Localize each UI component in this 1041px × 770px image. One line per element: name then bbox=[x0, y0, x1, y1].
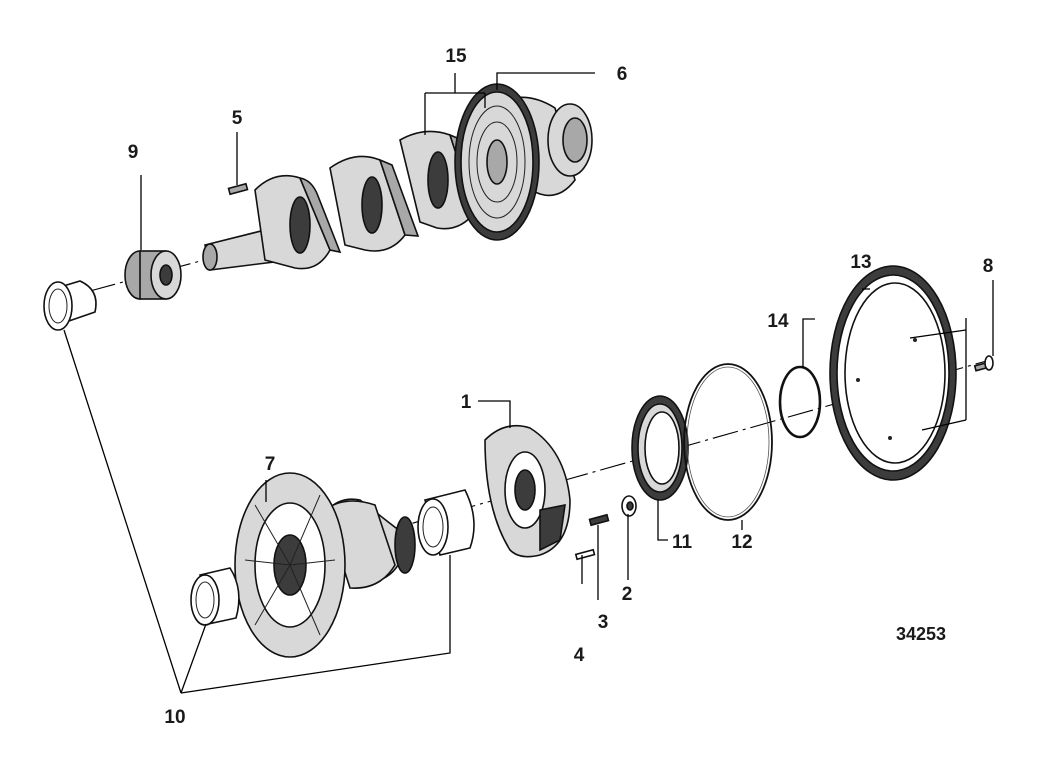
leader-lines bbox=[63, 72, 994, 694]
o-ring-12 bbox=[683, 363, 773, 521]
stud-3 bbox=[588, 513, 610, 527]
dowel-pin-4 bbox=[574, 548, 596, 561]
callout-15: 15 bbox=[445, 46, 467, 67]
nut-2 bbox=[621, 495, 637, 517]
front-cover-7 bbox=[234, 472, 346, 658]
callout-10: 10 bbox=[164, 707, 185, 728]
rear-carrier-1 bbox=[484, 424, 571, 558]
bolt-8 bbox=[973, 355, 994, 372]
callout-7: 7 bbox=[265, 454, 276, 475]
bearing-sleeve-10-upper bbox=[43, 280, 97, 331]
key-5 bbox=[227, 182, 249, 196]
callout-9: 9 bbox=[128, 142, 139, 163]
figure-id: 34253 bbox=[896, 624, 946, 644]
callout-2: 2 bbox=[622, 584, 633, 605]
callout-3: 3 bbox=[598, 612, 609, 633]
seal-11 bbox=[631, 395, 689, 501]
snap-ring-14 bbox=[778, 365, 822, 439]
bearing-shell-10-left bbox=[190, 567, 240, 626]
callout-14: 14 bbox=[767, 311, 789, 332]
bearing-sleeve-10-mid bbox=[417, 489, 475, 556]
callout-12: 12 bbox=[731, 532, 752, 553]
callout-4: 4 bbox=[574, 645, 585, 666]
ring-gear-13 bbox=[829, 265, 957, 481]
callout-13: 13 bbox=[850, 252, 871, 273]
callout-5: 5 bbox=[232, 108, 243, 129]
callout-6: 6 bbox=[617, 64, 628, 85]
callout-11: 11 bbox=[672, 532, 693, 553]
callout-1: 1 bbox=[461, 392, 472, 413]
callout-8: 8 bbox=[983, 256, 994, 277]
callout-labels: 1 2 3 4 5 6 7 8 9 10 11 12 13 14 15 3425… bbox=[128, 46, 994, 728]
pinion-gear-9 bbox=[124, 250, 182, 300]
crank-gear-6 bbox=[454, 83, 540, 241]
